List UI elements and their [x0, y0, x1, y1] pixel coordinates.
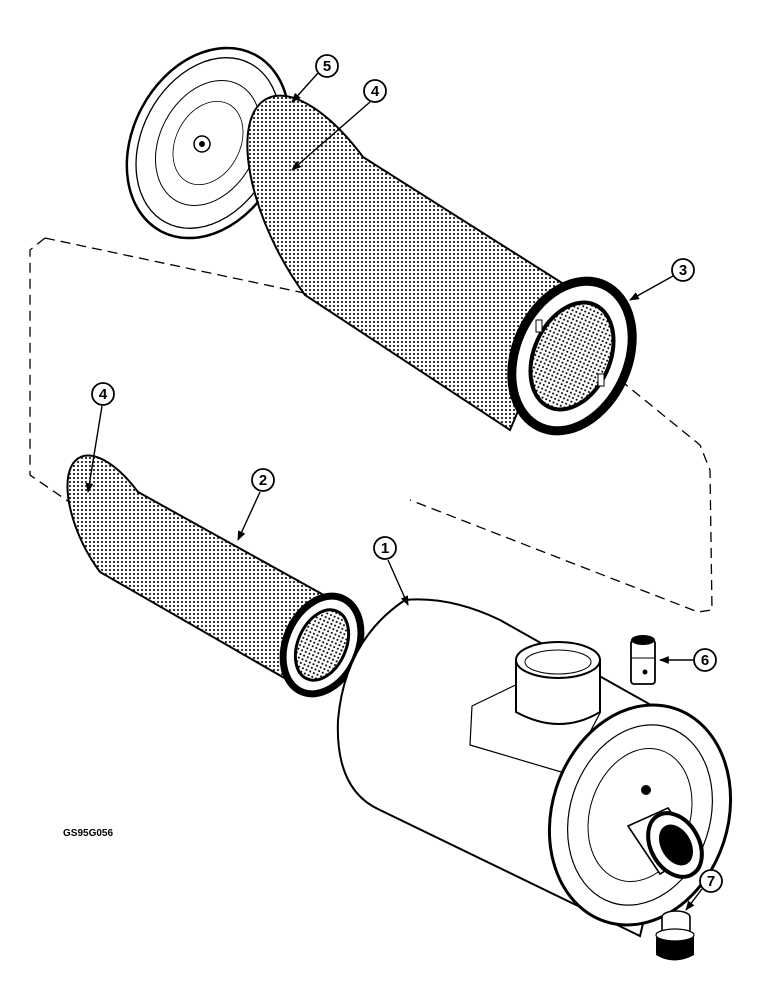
callout-2-label: 2: [259, 472, 267, 489]
figure-reference-code: GS95G056: [63, 828, 113, 839]
housing-part-1: [336, 598, 733, 938]
fitting-part-6: [630, 635, 656, 685]
callout-1-label: 1: [381, 540, 389, 557]
callout-5-label: 5: [323, 58, 331, 75]
callout-4-lower: 4: [85, 382, 115, 493]
callout-2: 2: [237, 468, 275, 541]
callout-3-label: 3: [679, 262, 687, 279]
inner-filter-part-2: [66, 454, 365, 698]
outer-filter-part-3: [246, 94, 637, 436]
callout-7-label: 7: [707, 873, 715, 890]
callout-7: 7: [685, 869, 723, 911]
callout-5: 5: [291, 54, 339, 103]
callout-6-label: 6: [701, 652, 709, 669]
valve-part-7: [655, 910, 695, 961]
cover-part-5: [125, 46, 291, 240]
callout-4-upper-label: 4: [371, 83, 380, 100]
callout-4-upper: 4: [291, 79, 387, 171]
callout-1: 1: [373, 536, 409, 606]
callout-6: 6: [659, 648, 717, 672]
callout-4-lower-label: 4: [99, 386, 108, 403]
callout-3: 3: [629, 258, 695, 301]
